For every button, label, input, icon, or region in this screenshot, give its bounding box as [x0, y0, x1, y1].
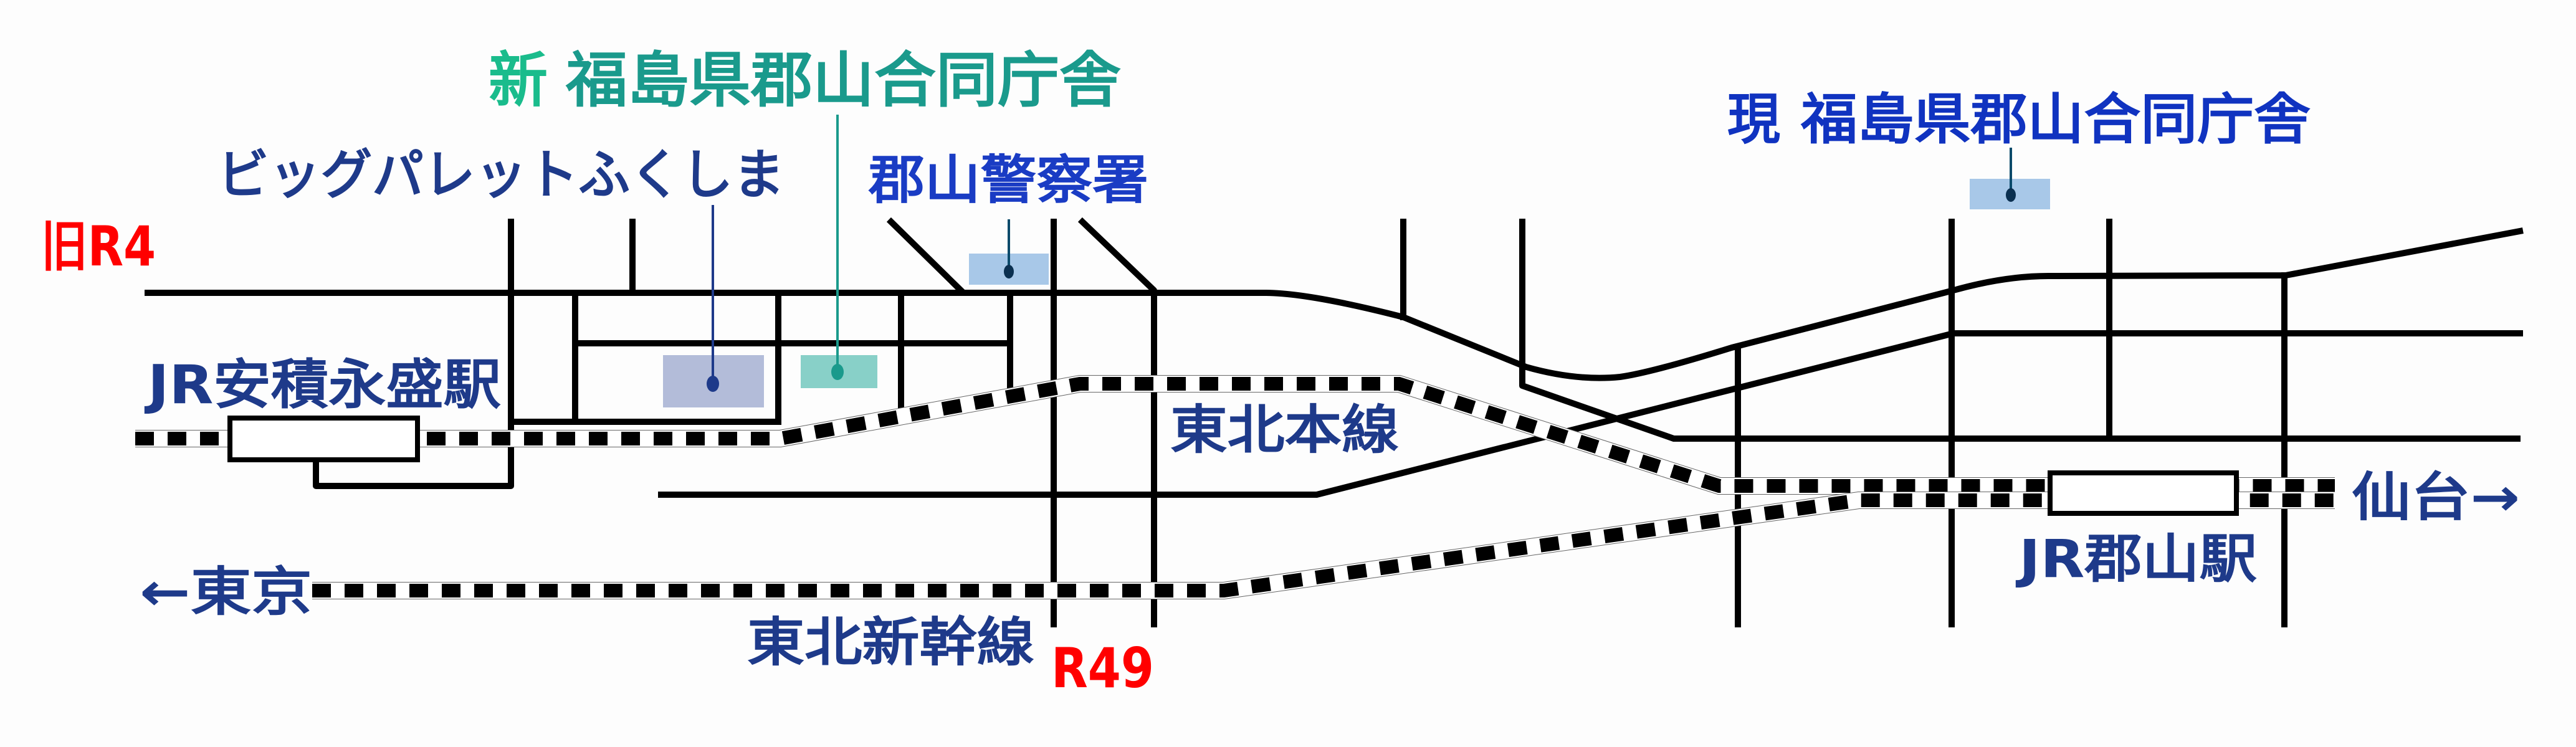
police-marker[interactable]	[969, 219, 1049, 285]
new-office-label: 福島県郡山合同庁舎	[565, 45, 1121, 115]
current-prefix-label: 現	[1727, 87, 1780, 151]
road-diag2	[1077, 217, 1157, 627]
road-lower	[658, 330, 2523, 498]
old-route-4-road	[145, 227, 2524, 381]
block-grid	[508, 290, 1013, 425]
to-tokyo-label: ←東京	[140, 561, 312, 622]
current-office-label: 福島県郡山合同庁舎	[1800, 87, 2311, 151]
old-route-4-label: 旧R4	[41, 214, 156, 278]
tohoku-shinkansen-label: 東北新幹線	[747, 612, 1034, 673]
to-sendai-label: 仙台→	[2352, 467, 2520, 528]
new-prefix-label: 新	[489, 45, 548, 115]
big-palette-marker[interactable]	[663, 205, 764, 407]
route-49-label: R49	[1051, 636, 1154, 700]
koriyama-station-box	[2048, 470, 2239, 516]
road-diag1	[886, 217, 966, 295]
big-palette-label: ビッグパレットふくしま	[217, 144, 785, 206]
tohoku-main-line-track	[135, 375, 2335, 495]
road-cross	[1519, 219, 2521, 442]
tohoku-main-line-label: 東北本線	[1170, 399, 1399, 460]
asaka-nagamori-station-box	[227, 416, 420, 462]
road-v1	[313, 219, 514, 489]
asaka-nagamori-station-label: JR安積永盛駅	[145, 354, 501, 416]
current-office-marker[interactable]	[1970, 148, 2050, 209]
koriyama-station-label: JR郡山駅	[2016, 528, 2257, 589]
police-label: 郡山警察署	[868, 150, 1148, 211]
new-office-marker[interactable]	[801, 115, 877, 388]
